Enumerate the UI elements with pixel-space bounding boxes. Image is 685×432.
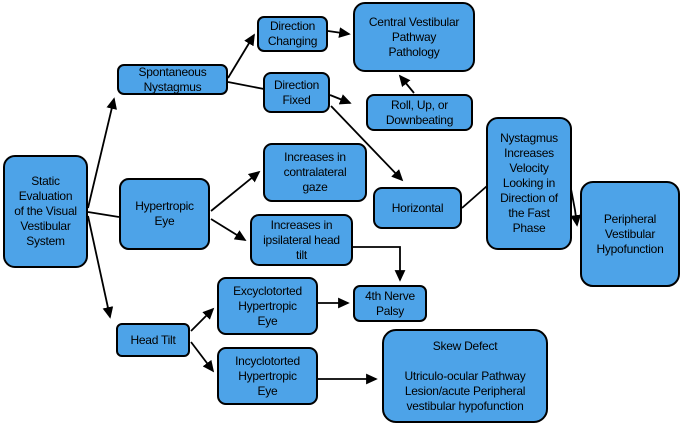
edge-spontaneous-nystagmus-to-direction-fixed (227, 81, 265, 90)
edge-spontaneous-nystagmus-to-direction-changing (227, 33, 255, 79)
node-horizontal: Horizontal (373, 187, 462, 229)
edge-direction-changing-to-central-vestibular-pathway-pathology (327, 27, 351, 38)
node-skew-defect: Skew Defect Utriculo-ocular Pathway Lesi… (382, 329, 548, 423)
node-label-increases-contralateral-gaze: Increases in contralateral gaze (283, 150, 347, 194)
node-static-evaluation: Static Evaluation of the Visual Vestibul… (3, 155, 88, 268)
edge-static-evaluation-to-spontaneous-nystagmus (87, 97, 117, 209)
node-label-peripheral-vestibular-hypofunction: Peripheral Vestibular Hypofunction (596, 211, 664, 256)
edge-horizontal-to-nystagmus-increases-velocity (461, 185, 488, 209)
edge-direction-fixed-to-roll-up-downbeating (329, 94, 352, 105)
node-label-direction-changing: Direction Changing (267, 19, 318, 48)
node-label-horizontal: Horizontal (391, 200, 444, 215)
edge-hypertropic-eye-to-increases-contralateral-gaze (210, 170, 261, 212)
edge-roll-up-downbeating-to-central-vestibular-pathway-pathology (398, 74, 415, 94)
edge-static-evaluation-to-head-tilt (87, 215, 114, 319)
node-direction-fixed: Direction Fixed (263, 72, 330, 113)
node-label-roll-up-downbeating: Roll, Up, or Downbeating (385, 97, 454, 127)
node-increases-ipsilateral-head-tilt: Increases in ipsilateral head tilt (250, 214, 353, 266)
node-label-spontaneous-nystagmus: Spontaneous Nystagmus (138, 64, 207, 94)
node-excyclotorted-hypertropic-eye: Excyclotorted Hypertropic Eye (217, 277, 318, 335)
node-label-fourth-nerve-palsy: 4th Nerve Palsy (365, 288, 415, 318)
edge-direction-fixed-to-horizontal (330, 105, 404, 182)
node-direction-changing: Direction Changing (257, 16, 328, 52)
node-increases-contralateral-gaze: Increases in contralateral gaze (263, 143, 367, 202)
node-label-incyclotorted-hypertropic-eye: Incyclotorted Hypertropic Eye (235, 353, 300, 398)
node-nystagmus-increases-velocity: Nystagmus Increases Velocity Looking in … (486, 117, 572, 250)
node-fourth-nerve-palsy: 4th Nerve Palsy (353, 285, 427, 322)
edge-nystagmus-increases-velocity-to-peripheral-vestibular-hypofunction (570, 188, 582, 227)
node-hypertropic-eye: Hypertropic Eye (119, 178, 210, 250)
edge-hypertropic-eye-to-increases-ipsilateral-head-tilt (210, 218, 247, 241)
edge-static-evaluation-to-hypertropic-eye (87, 211, 120, 218)
edge-head-tilt-to-excyclotorted-hypertropic-eye (190, 307, 215, 332)
node-label-central-vestibular-pathway-pathology: Central Vestibular Pathway Pathology (368, 14, 460, 59)
node-label-direction-fixed: Direction Fixed (273, 77, 320, 107)
edge-increases-ipsilateral-head-tilt-to-fourth-nerve-palsy (353, 246, 406, 282)
node-central-vestibular-pathway-pathology: Central Vestibular Pathway Pathology (353, 2, 475, 72)
node-label-hypertropic-eye: Hypertropic Eye (135, 199, 194, 228)
node-peripheral-vestibular-hypofunction: Peripheral Vestibular Hypofunction (580, 181, 680, 287)
node-label-nystagmus-increases-velocity: Nystagmus Increases Velocity Looking in … (500, 131, 558, 235)
node-label-head-tilt: Head Tilt (130, 332, 176, 347)
node-incyclotorted-hypertropic-eye: Incyclotorted Hypertropic Eye (217, 347, 318, 405)
node-roll-up-downbeating: Roll, Up, or Downbeating (366, 94, 473, 131)
node-spontaneous-nystagmus: Spontaneous Nystagmus (117, 64, 228, 95)
node-label-skew-defect: Skew Defect Utriculo-ocular Pathway Lesi… (404, 338, 526, 413)
node-head-tilt: Head Tilt (116, 323, 190, 357)
node-label-increases-ipsilateral-head-tilt: Increases in ipsilateral head tilt (263, 217, 340, 262)
node-label-static-evaluation: Static Evaluation of the Visual Vestibul… (14, 174, 77, 248)
edge-head-tilt-to-incyclotorted-hypertropic-eye (190, 341, 215, 373)
node-label-excyclotorted-hypertropic-eye: Excyclotorted Hypertropic Eye (233, 283, 302, 328)
